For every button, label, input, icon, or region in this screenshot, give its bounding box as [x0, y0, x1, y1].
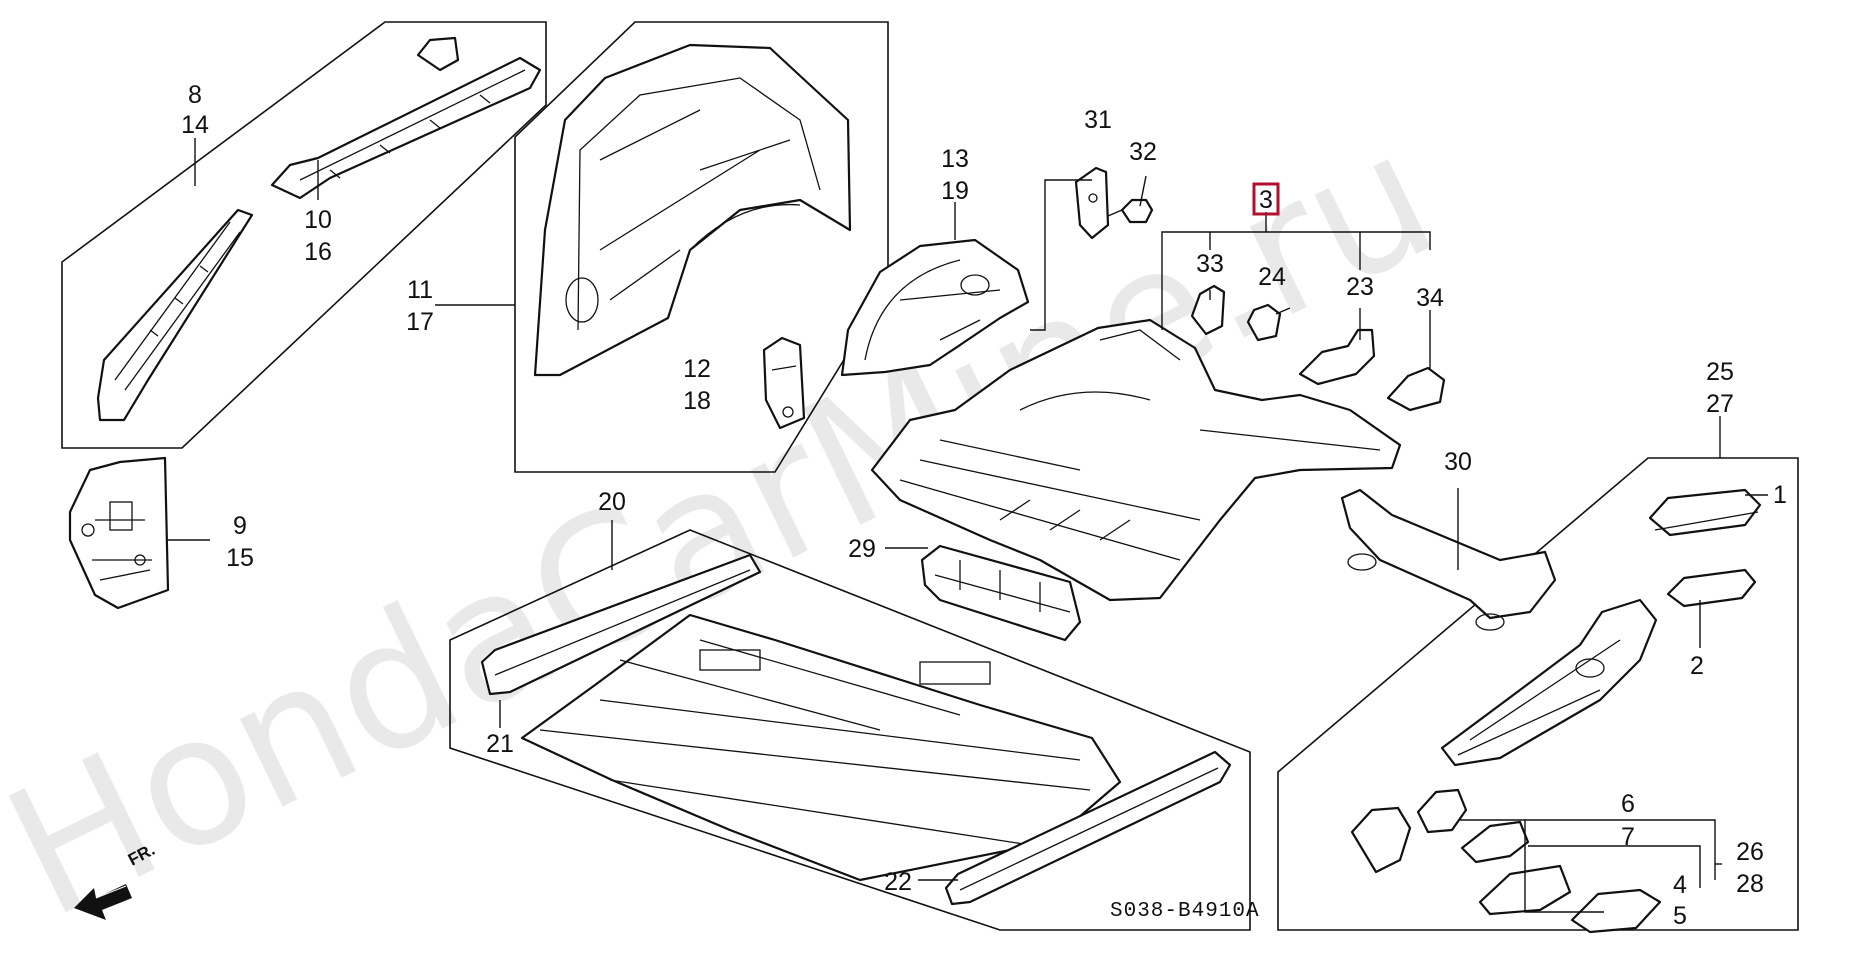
label-9: 9: [233, 512, 247, 540]
label-34: 34: [1416, 284, 1444, 312]
bracket-23-part: [1298, 328, 1376, 386]
crossmember-30-part: [1340, 488, 1557, 631]
rear-frame-part: [1440, 598, 1658, 767]
parts-lower-right: [1350, 788, 1662, 934]
label-32: 32: [1129, 138, 1157, 166]
label-12: 12: [683, 355, 711, 383]
frame-floor: [449, 529, 1251, 931]
pillar-rail-part: [96, 208, 254, 422]
label-1: 1: [1773, 481, 1787, 509]
front-arrow-icon: [74, 884, 132, 920]
label-33: 33: [1196, 250, 1224, 278]
label-25: 25: [1706, 358, 1734, 386]
label-22: 22: [884, 868, 912, 896]
bracket-33-part: [1190, 284, 1226, 336]
leader-lines: [168, 138, 1768, 913]
label-16: 16: [304, 238, 332, 266]
label-17: 17: [406, 308, 434, 336]
label-11: 11: [407, 276, 433, 304]
sill-21-part: [480, 553, 762, 696]
label-2: 2: [1690, 652, 1704, 680]
front-floor-part: [520, 613, 1122, 882]
label-8: 8: [188, 81, 202, 109]
label-28: 28: [1736, 870, 1764, 898]
label-31: 31: [1084, 106, 1112, 134]
frame-rear-frame: [1277, 457, 1799, 931]
label-26: 26: [1736, 838, 1764, 866]
label-27: 27: [1706, 390, 1734, 418]
bracket-34-part: [1386, 366, 1446, 412]
frame-upper-pillar: [61, 21, 547, 449]
rear-floor-part: [870, 318, 1402, 602]
label-21: 21: [486, 730, 514, 758]
part-2: [1666, 568, 1757, 608]
center-pillar-part: [68, 456, 170, 610]
bracket-12-part: [762, 336, 806, 430]
quarter-panel-part: [533, 43, 852, 377]
label-4: 4: [1673, 871, 1687, 899]
crossmember-29-part: [920, 544, 1082, 642]
bracket-24-part: [1246, 303, 1291, 342]
label-29: 29: [848, 535, 876, 563]
bolt-32-part: [1107, 198, 1154, 224]
label-14: 14: [181, 111, 209, 139]
part-drawings: [68, 36, 1762, 934]
label-6: 6: [1621, 790, 1635, 818]
roof-rail-part: [270, 36, 542, 200]
label-20: 20: [598, 488, 626, 516]
part-labels: 8 14 10 16 9 15 11 17 12 18 13 19 31 32 …: [181, 81, 1787, 930]
label-15: 15: [226, 544, 254, 572]
label-18: 18: [683, 387, 711, 415]
label-30: 30: [1444, 448, 1472, 476]
label-13: 13: [941, 145, 969, 173]
label-7: 7: [1621, 823, 1635, 851]
diagram-code: S038-B4910A: [1110, 900, 1260, 923]
label-19: 19: [941, 177, 969, 205]
bracket-31-part: [1074, 166, 1110, 240]
highlight-box-3: [1252, 182, 1280, 216]
label-24: 24: [1258, 263, 1286, 291]
label-3: 3: [1259, 186, 1273, 214]
sill-22-part: [944, 750, 1232, 906]
wheel-house-part: [840, 238, 1030, 377]
label-10: 10: [304, 206, 332, 234]
label-23: 23: [1346, 273, 1374, 301]
label-5: 5: [1673, 902, 1687, 930]
part-1: [1648, 488, 1762, 537]
